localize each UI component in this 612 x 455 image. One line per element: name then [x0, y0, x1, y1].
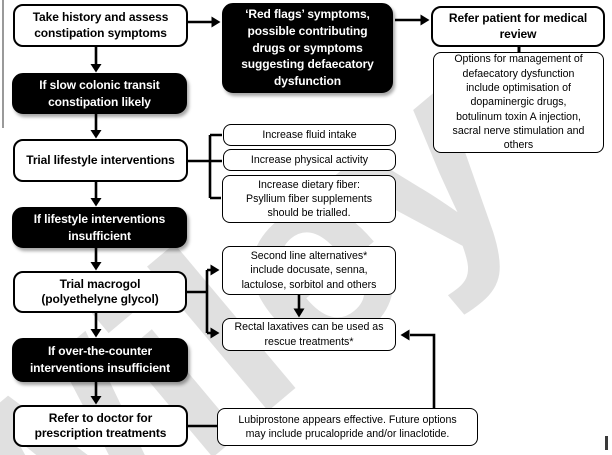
- box-trial-macrogol: Trial macrogol (polyethelyne glycol): [13, 271, 187, 313]
- box-defaecatory-options: Options for management of defaecatory dy…: [433, 52, 604, 153]
- box-red-flags: ‘Red flags’ symptoms, possible contribut…: [222, 3, 393, 93]
- stray-cursor-artifact: [605, 436, 608, 450]
- box-second-line-alternatives: Second line alternatives* include docusa…: [222, 246, 396, 295]
- box-take-history: Take history and assess constipation sym…: [13, 4, 188, 47]
- page-border-artifact: [2, 0, 4, 128]
- box-trial-lifestyle: Trial lifestyle interventions: [13, 139, 188, 182]
- box-lubiprostone: Lubiprostone appears effective. Future o…: [217, 408, 478, 446]
- box-lifestyle-insufficient: If lifestyle interventions insufficient: [12, 207, 187, 248]
- box-otc-insufficient: If over-the-counter interventions insuff…: [12, 338, 188, 382]
- box-rectal-laxatives: Rectal laxatives can be used as rescue t…: [222, 318, 396, 351]
- box-slow-colonic-transit: If slow colonic transit constipation lik…: [12, 73, 187, 114]
- box-refer-medical-review: Refer patient for medical review: [431, 6, 605, 47]
- box-increase-fluid: Increase fluid intake: [223, 124, 396, 146]
- box-increase-activity: Increase physical activity: [223, 149, 396, 171]
- box-refer-doctor: Refer to doctor for prescription treatme…: [13, 405, 188, 447]
- box-increase-fiber: Increase dietary fiber: Psyllium fiber s…: [222, 175, 396, 223]
